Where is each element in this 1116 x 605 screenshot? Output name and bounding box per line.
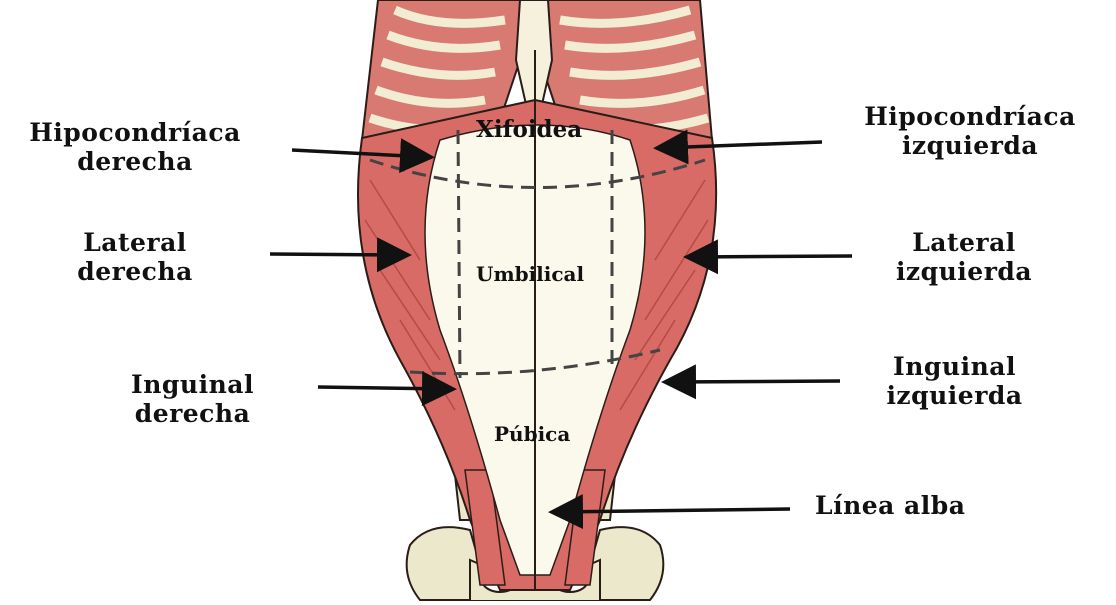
arrow-inguinal-derecha [317, 371, 457, 407]
arrow-lateral-izquierda [683, 239, 853, 275]
label-line-1: Línea alba [815, 491, 966, 520]
label-line-2: derecha [77, 147, 193, 176]
region-xifoidea: Xifoidea [476, 116, 583, 143]
label-line-2: izquierda [886, 381, 1023, 410]
arrow-inguinal-izquierda [661, 364, 841, 400]
label-inguinal-derecha: Inguinal derecha [100, 370, 285, 428]
arrow-hipocondriaca-izquierda [653, 129, 823, 165]
label-line-2: izquierda [895, 257, 1033, 286]
label-lateral-izquierda: Lateral izquierda [874, 228, 1054, 286]
label-line-2: derecha [134, 399, 251, 428]
arrow-hipocondriaca-derecha [291, 138, 435, 174]
region-umbilical: Umbilical [476, 262, 585, 286]
label-line-1: Inguinal [893, 352, 1016, 381]
label-line-1: Lateral [912, 228, 1016, 257]
label-line-1: Hipocondríaca [864, 102, 1076, 131]
label-line-1: Inguinal [131, 370, 254, 399]
label-inguinal-izquierda: Inguinal izquierda [862, 352, 1047, 410]
arrows [269, 129, 853, 530]
region-pubica: Púbica [494, 422, 571, 446]
label-line-1: Lateral [83, 228, 187, 257]
arrow-lateral-derecha [269, 237, 412, 273]
arrow-linea-alba [548, 494, 791, 530]
label-hipocondriaca-izquierda: Hipocondríaca izquierda [840, 102, 1100, 160]
label-line-2: izquierda [901, 131, 1039, 160]
label-line-2: derecha [77, 257, 193, 286]
label-linea-alba: Línea alba [815, 491, 965, 520]
label-line-1: Hipocondríaca [29, 118, 241, 147]
label-hipocondriaca-derecha: Hipocondríaca derecha [10, 118, 260, 176]
label-lateral-derecha: Lateral derecha [55, 228, 215, 286]
